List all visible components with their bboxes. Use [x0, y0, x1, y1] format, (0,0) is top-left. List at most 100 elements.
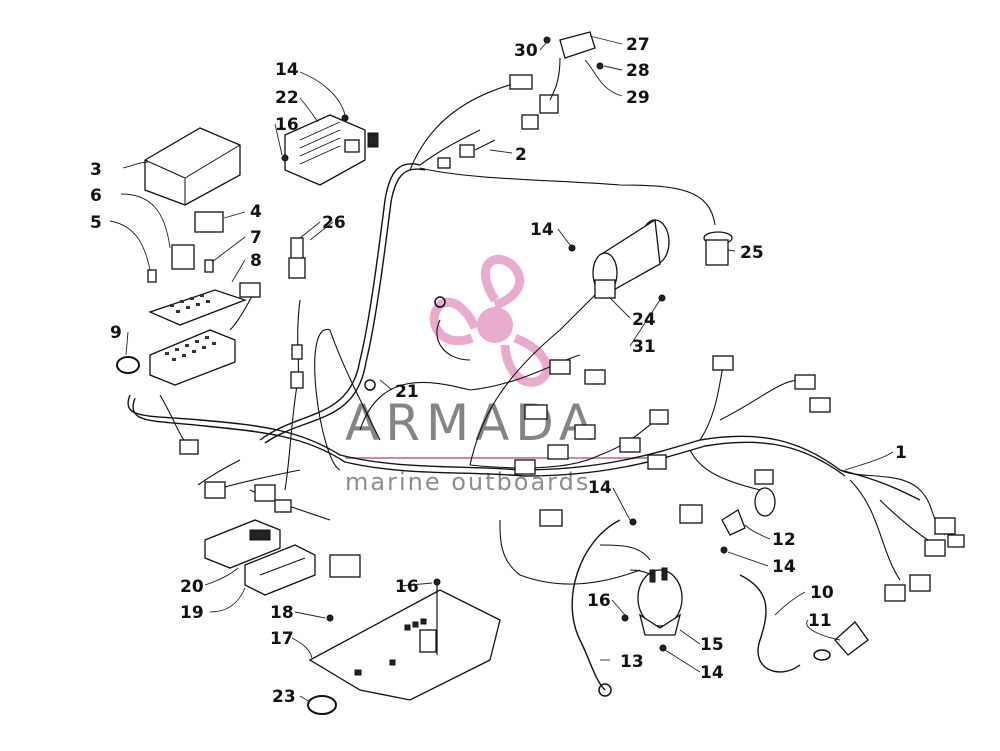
- screw-28: [596, 62, 604, 70]
- elbow-12: [721, 487, 776, 536]
- connector-r2: [947, 534, 965, 548]
- callout-5: 5: [90, 213, 102, 233]
- screw-18: [326, 614, 334, 622]
- watermark-tagline: marine outboards: [345, 468, 590, 496]
- leader-lines: [109, 35, 894, 703]
- callout-28: 28: [626, 61, 650, 81]
- fuse-box-body: [149, 329, 236, 386]
- regulator-module: [284, 114, 366, 186]
- callout-27: 27: [626, 35, 650, 55]
- relay-4: [194, 211, 224, 233]
- connector-m15: [754, 469, 774, 485]
- callout-18: 18: [270, 603, 294, 623]
- terminal-boot-11: [834, 621, 869, 656]
- callout-16-solenoid: 16: [587, 591, 611, 611]
- callout-14-right: 14: [772, 557, 796, 577]
- callout-9: 9: [110, 323, 122, 343]
- bolt-14-coil: [568, 244, 576, 252]
- callout-14-solenoid: 14: [588, 478, 612, 498]
- callout-4: 4: [250, 202, 262, 222]
- connector-m13: [809, 397, 831, 413]
- callout-14-bottom: 14: [700, 663, 724, 683]
- callout-14-top: 14: [275, 60, 299, 80]
- callout-23: 23: [272, 687, 296, 707]
- watermark-logo: [429, 255, 552, 387]
- bolt-14-right: [720, 546, 728, 554]
- watermark-brand: ARMADA: [345, 394, 599, 452]
- sensor-27: [559, 31, 596, 59]
- connector-m1: [549, 359, 571, 375]
- mounting-tray-17: [308, 589, 501, 701]
- callout-16-tray: 16: [395, 577, 419, 597]
- screw-30: [543, 36, 551, 44]
- connector-22: [367, 132, 379, 148]
- connector-l1: [179, 439, 199, 455]
- bolt-14-sol-bottom: [659, 644, 667, 652]
- connector-8: [239, 282, 261, 298]
- relay-6: [171, 244, 195, 270]
- connector-m7: [539, 509, 563, 527]
- connector-r5: [884, 584, 906, 602]
- connector-m12: [794, 374, 816, 390]
- ignition-coil: [592, 218, 670, 299]
- connector-l4: [274, 499, 292, 513]
- wire-27: [549, 57, 561, 101]
- callout-19: 19: [180, 603, 204, 623]
- connector-top-a: [509, 74, 533, 90]
- ring-terminal-21b: [364, 379, 376, 391]
- connector-m2: [584, 369, 606, 385]
- connector-m9: [649, 409, 669, 425]
- fuse-5: [147, 269, 157, 283]
- probe-2: [474, 139, 496, 151]
- connector-m14: [679, 504, 703, 524]
- bolt-14-top: [341, 114, 349, 122]
- connector-top-b: [539, 94, 559, 114]
- main-harness: [127, 81, 946, 585]
- connector-m8: [619, 437, 641, 453]
- ring-terminal-10: [813, 649, 831, 661]
- connector-r1: [934, 517, 956, 535]
- callout-labels: 1 2 3 4 5 6 7 8 9 10 11 12 13 14 14 14 1…: [90, 35, 907, 707]
- connector-m11: [712, 355, 734, 371]
- callout-10: 10: [810, 583, 834, 603]
- screw-31: [658, 294, 666, 302]
- callout-7: 7: [250, 228, 262, 248]
- callout-29: 29: [626, 88, 650, 108]
- callout-24: 24: [632, 310, 656, 330]
- callout-14-coil: 14: [530, 220, 554, 240]
- callout-15: 15: [700, 635, 724, 655]
- callout-22: 22: [275, 88, 299, 108]
- callout-25: 25: [740, 243, 764, 263]
- callout-16-top: 16: [275, 115, 299, 135]
- connector-l2: [204, 481, 226, 499]
- callout-31: 31: [632, 337, 656, 357]
- callout-12: 12: [772, 530, 796, 550]
- starter-solenoid: [637, 567, 683, 636]
- connector-2b: [437, 157, 451, 169]
- ecu-module-19: [244, 544, 316, 596]
- callout-1: 1: [895, 443, 907, 463]
- callout-2: 2: [515, 145, 527, 165]
- sensor-26: [288, 237, 306, 389]
- callout-6: 6: [90, 186, 102, 206]
- ecu-module-20: [204, 519, 281, 569]
- callout-17: 17: [270, 629, 294, 649]
- callout-13: 13: [620, 652, 644, 672]
- callout-21: 21: [395, 382, 419, 402]
- clamp-9: [116, 356, 140, 374]
- screw-16-tray-head: [433, 578, 441, 586]
- ring-terminal-21: [434, 296, 446, 308]
- fuse-block-plate: [148, 289, 247, 326]
- callout-3: 3: [90, 160, 102, 180]
- spark-plug-cap: [703, 231, 733, 266]
- callout-11: 11: [808, 611, 832, 631]
- connector-r4: [909, 574, 931, 592]
- fuse-7: [204, 259, 214, 273]
- fuse-box-cover: [144, 127, 241, 206]
- connector-m4: [574, 424, 596, 440]
- connector-r3: [924, 539, 946, 557]
- screw-16-sol: [621, 614, 629, 622]
- ring-terminal-13: [598, 683, 612, 697]
- callout-26: 26: [322, 213, 346, 233]
